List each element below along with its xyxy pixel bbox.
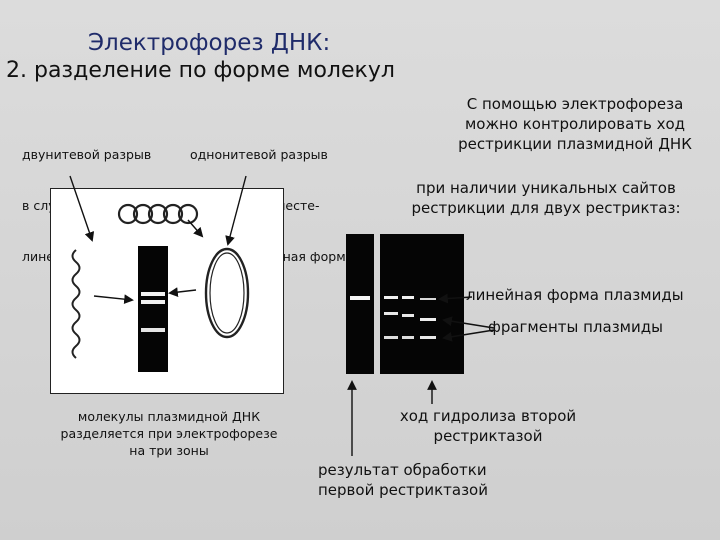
band-lane4-fragment-b: [420, 336, 436, 339]
band-supercoiled: [141, 300, 165, 304]
band-lane4-fragment-a: [420, 318, 436, 321]
band-lane2-fragment-b: [384, 336, 398, 339]
gel-lane-small: [138, 246, 168, 372]
linear-dna-icon: [73, 250, 80, 358]
band-lane2-linear: [384, 296, 398, 299]
band-lane2-fragment-a: [384, 312, 398, 315]
band-lane4-linear: [420, 298, 436, 300]
band-lane3-linear: [402, 296, 414, 299]
band-relaxed: [141, 328, 165, 332]
gel-lane-large: [346, 234, 464, 374]
supercoiled-plasmid-icon: [119, 205, 197, 223]
band-lane3-fragment-a: [402, 314, 414, 317]
relaxed-plasmid-icon: [206, 249, 248, 337]
band-lane3-fragment-b: [402, 336, 414, 339]
band-linear: [141, 292, 165, 296]
band-lane1-linear: [350, 296, 370, 300]
